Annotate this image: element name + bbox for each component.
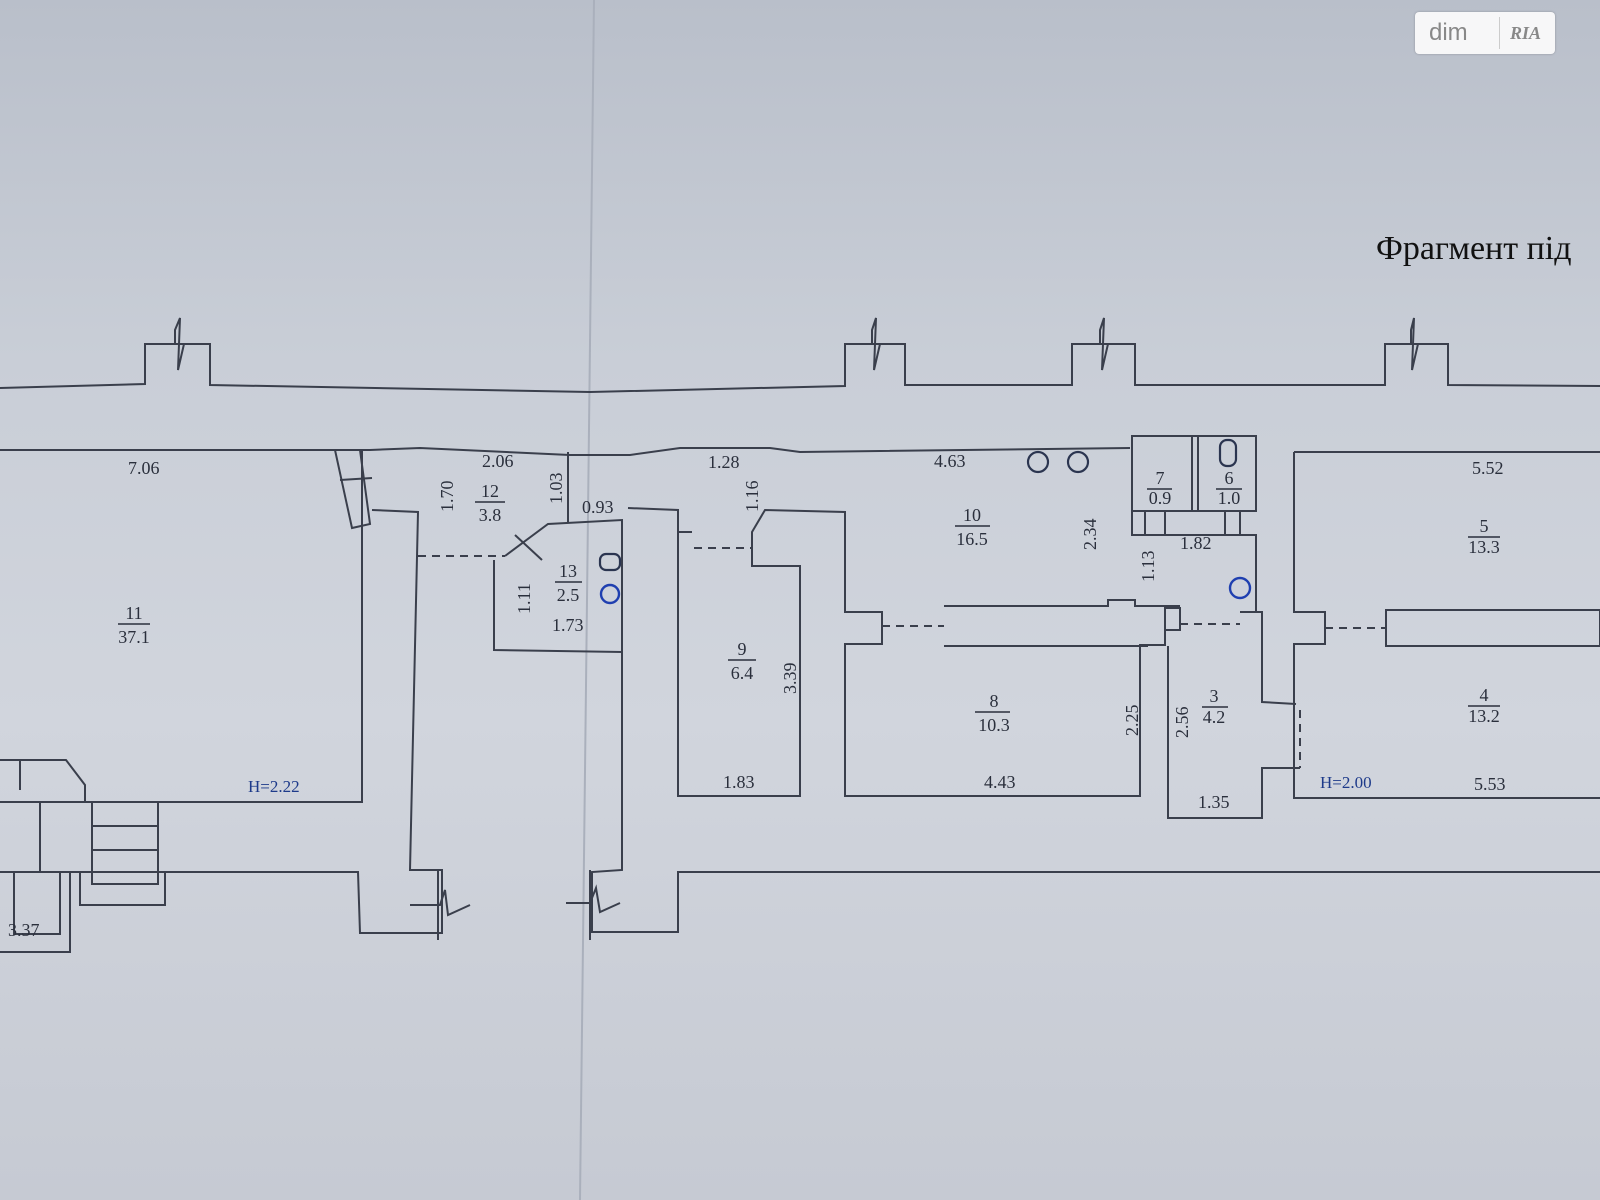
dimension-label: 1.28: [708, 452, 740, 472]
logo-divider: [1499, 17, 1500, 49]
paper-fold: [579, 0, 595, 1200]
room-number: 12: [481, 481, 499, 501]
dimension-label: 1.35: [1198, 792, 1230, 812]
dimension-label: 1.11: [514, 583, 534, 614]
room-area: 13.3: [1468, 537, 1500, 557]
dimension-label: 4.63: [934, 451, 966, 471]
room-area: 1.0: [1218, 488, 1241, 508]
dimension-label: 5.52: [1472, 458, 1504, 478]
dim-ria-logo: dim RIA: [1415, 12, 1555, 54]
logo-brand-ria: RIA: [1510, 22, 1542, 43]
ceiling-height-label: H=2.22: [248, 777, 300, 796]
room-number: 9: [738, 639, 747, 659]
outer-wall: [0, 317, 1600, 394]
dimension-label: 0.93: [582, 497, 614, 517]
room-number: 4: [1480, 685, 1489, 705]
room-area: 4.2: [1203, 707, 1226, 727]
room-area: 0.9: [1149, 488, 1172, 508]
room-number: 11: [125, 603, 142, 623]
dimension-label: 1.16: [742, 481, 762, 513]
room-area: 10.3: [978, 715, 1010, 735]
room-number: 6: [1225, 468, 1234, 488]
fraction-bars: [118, 488, 1500, 713]
dimension-label: 7.06: [128, 458, 160, 478]
room-area: 16.5: [956, 529, 988, 549]
dimension-label: 5.53: [1474, 774, 1506, 794]
dimension-label: 4.43: [984, 772, 1016, 792]
dimension-label: 2.25: [1122, 705, 1142, 737]
room-number: 10: [963, 505, 981, 525]
room-area: 2.5: [557, 585, 580, 605]
dimension-label: 1.03: [546, 473, 566, 505]
room-area: 3.8: [479, 505, 502, 525]
room-number: 7: [1156, 468, 1165, 488]
room-labels: 11 37.1 12 3.8 13 2.5 9 6.4 10 16.5 8 10…: [118, 468, 1500, 735]
dimension-label: 2.56: [1172, 707, 1192, 739]
dimension-label: 1.70: [437, 481, 457, 513]
sink-icon: [1228, 576, 1252, 600]
room-number: 8: [990, 691, 999, 711]
room-number: 3: [1210, 686, 1219, 706]
toilet-icon: [598, 552, 622, 572]
sink-icon: [1066, 450, 1090, 474]
sink-icon: [599, 583, 621, 605]
dimension-labels: 7.06 2.06 1.70 1.03 0.93 1.28 1.16 4.63 …: [8, 451, 1506, 940]
dimension-label: 1.82: [1180, 533, 1212, 553]
dimension-label: 3.37: [8, 920, 40, 940]
dimension-label: 1.73: [552, 615, 584, 635]
room-number: 5: [1480, 516, 1489, 536]
plan-title: Фрагмент під: [1376, 230, 1572, 267]
fixtures: [598, 438, 1252, 605]
room-area: 6.4: [731, 663, 754, 683]
sink-icon: [1026, 450, 1050, 474]
dimension-label: 3.39: [780, 663, 800, 695]
dimension-label: 2.34: [1080, 519, 1100, 551]
height-labels: H=2.22 H=2.00: [248, 773, 1372, 796]
room-number: 13: [559, 561, 577, 581]
dimension-label: 1.83: [723, 772, 755, 792]
dimension-label: 2.06: [482, 451, 514, 471]
dimension-label: 1.13: [1138, 551, 1158, 583]
logo-brand: dim: [1429, 19, 1468, 46]
toilet-icon: [1218, 438, 1238, 468]
room-area: 13.2: [1468, 706, 1500, 726]
room-area: 37.1: [118, 627, 150, 647]
ceiling-height-label: H=2.00: [1320, 773, 1372, 792]
interior-walls: [0, 435, 1600, 953]
